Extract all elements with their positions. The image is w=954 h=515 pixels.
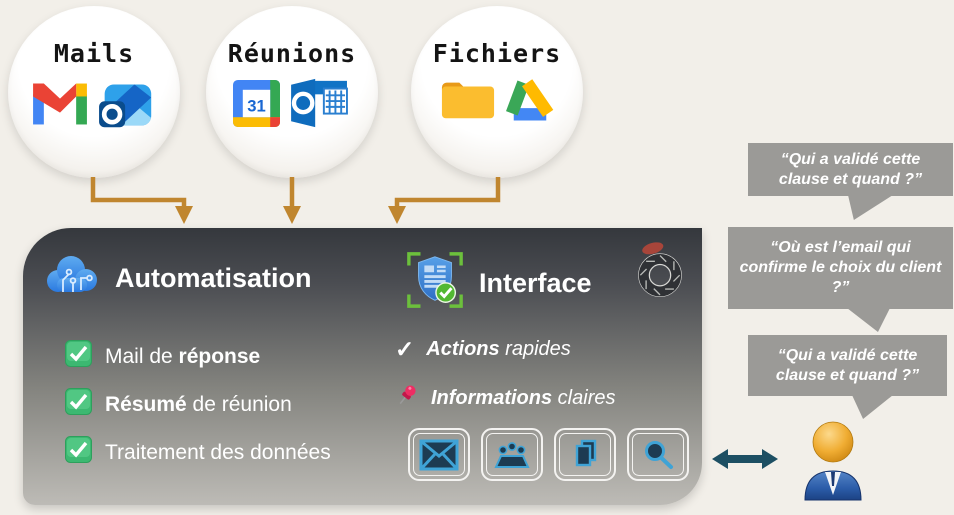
outlook-classic-icon	[289, 77, 351, 134]
speech-bubble-tail	[847, 308, 890, 332]
folder-icon	[440, 77, 496, 126]
speech-bubble-2: “Où est l’email qui confirme le choix du…	[728, 227, 953, 309]
meeting-button[interactable]	[481, 428, 543, 481]
source-label: Fichiers	[432, 39, 562, 68]
interface-feature: ✓ Actions rapides	[395, 338, 571, 361]
checkbox-icon	[65, 436, 92, 469]
solution-panel: Automatisation	[23, 228, 702, 505]
gmail-icon	[32, 83, 88, 130]
user-icon	[794, 416, 874, 506]
checkbox-icon	[65, 388, 92, 421]
speech-bubble-1: “Qui a validé cette clause et quand ?”	[748, 143, 953, 196]
search-icon	[632, 433, 684, 476]
documents-button[interactable]	[554, 428, 616, 481]
speech-bubble-3: “Qui a validé cette clause et quand ?”	[748, 335, 947, 396]
google-calendar-icon: 31	[233, 79, 280, 132]
aperture-logo-icon	[633, 239, 687, 304]
interface-feature-label: Actions rapides	[426, 338, 571, 360]
meeting-icon	[486, 433, 538, 476]
automation-item-label: Mail de réponse	[105, 344, 261, 368]
checkbox-icon	[65, 340, 92, 373]
interface-feature: Informations claires	[395, 383, 615, 413]
google-drive-icon	[505, 77, 555, 126]
automation-item: Traitement des données	[65, 436, 331, 469]
source-bubble-reunions: Réunions 31	[206, 6, 378, 178]
exchange-arrow-icon	[712, 447, 778, 476]
cloud-automation-icon	[43, 250, 101, 307]
outlook-new-icon	[97, 77, 157, 136]
documents-icon	[559, 433, 611, 476]
source-bubble-fichiers: Fichiers	[411, 6, 583, 178]
tool-button-row	[408, 428, 689, 481]
automation-item-label: Résumé de réunion	[105, 392, 292, 416]
source-bubble-mails: Mails	[8, 6, 180, 178]
speech-bubble-tail	[848, 195, 893, 220]
automation-item-label: Traitement des données	[105, 440, 331, 464]
svg-text:31: 31	[247, 96, 266, 115]
automation-title: Automatisation	[115, 263, 312, 293]
mail-icon	[413, 433, 465, 476]
interface-title: Interface	[479, 268, 592, 298]
pushpin-icon	[395, 383, 419, 413]
interface-feature-label: Informations claires	[431, 386, 616, 409]
source-label: Réunions	[227, 39, 357, 68]
check-mark: ✓	[395, 336, 415, 362]
automation-item: Résumé de réunion	[65, 388, 292, 421]
search-button[interactable]	[627, 428, 689, 481]
automation-item: Mail de réponse	[65, 340, 260, 373]
source-label: Mails	[53, 39, 135, 68]
mail-button[interactable]	[408, 428, 470, 481]
shield-interface-icon	[405, 250, 465, 317]
